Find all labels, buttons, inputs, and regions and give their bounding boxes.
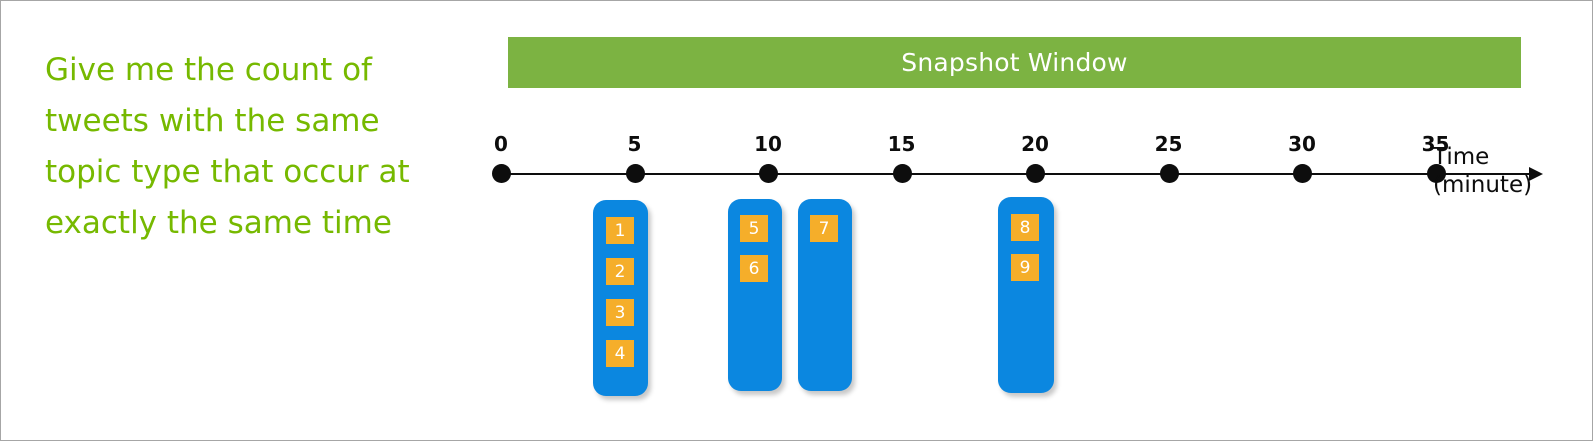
axis-title-line1: Time xyxy=(1433,144,1490,170)
axis-tick-dot xyxy=(759,164,778,183)
axis-tick-label: 25 xyxy=(1154,132,1183,156)
tweet-tile[interactable]: 5 xyxy=(740,215,768,242)
tweet-tile[interactable]: 3 xyxy=(606,299,634,326)
axis-tick-dot xyxy=(625,164,645,183)
axis-tick-dot xyxy=(1293,164,1312,183)
axis-tick-dot xyxy=(892,164,912,183)
axis-tick-label: 0 xyxy=(494,132,508,156)
tweet-tile[interactable]: 2 xyxy=(606,258,634,285)
tweet-tile[interactable]: 8 xyxy=(1011,214,1039,241)
axis-tick-label: 15 xyxy=(887,132,916,156)
axis-tick-dot xyxy=(1159,164,1179,183)
axis-tick-label: 5 xyxy=(627,132,642,156)
axis-line xyxy=(501,173,1531,175)
snapshot-window-banner: Snapshot Window xyxy=(508,37,1521,88)
axis-arrow-icon xyxy=(1529,167,1543,181)
column-t10-b[interactable]: 7 xyxy=(798,199,852,391)
tweet-tile[interactable]: 4 xyxy=(606,340,634,367)
axis-title-line2: (minute) xyxy=(1433,172,1533,198)
tweet-tile[interactable]: 6 xyxy=(740,255,768,282)
snapshot-window-label: Snapshot Window xyxy=(901,48,1128,77)
tweet-tile[interactable]: 9 xyxy=(1011,254,1039,281)
tweet-tile[interactable]: 1 xyxy=(606,217,634,244)
question-text: Give me the count of tweets with the sam… xyxy=(45,52,420,241)
axis-tick-label: 10 xyxy=(754,132,782,156)
column-t5[interactable]: 1 2 3 4 xyxy=(593,200,648,396)
tweet-tile[interactable]: 7 xyxy=(810,215,838,242)
axis-tick-dot xyxy=(1026,164,1045,183)
axis-title: Time (minute) xyxy=(1433,143,1583,199)
axis-tick-dot xyxy=(492,164,511,183)
axis-tick-label: 30 xyxy=(1288,132,1316,156)
axis-tick-dot xyxy=(1426,164,1446,183)
axis-tick-label: 20 xyxy=(1021,132,1049,156)
axis-tick-label: 35 xyxy=(1421,132,1450,156)
